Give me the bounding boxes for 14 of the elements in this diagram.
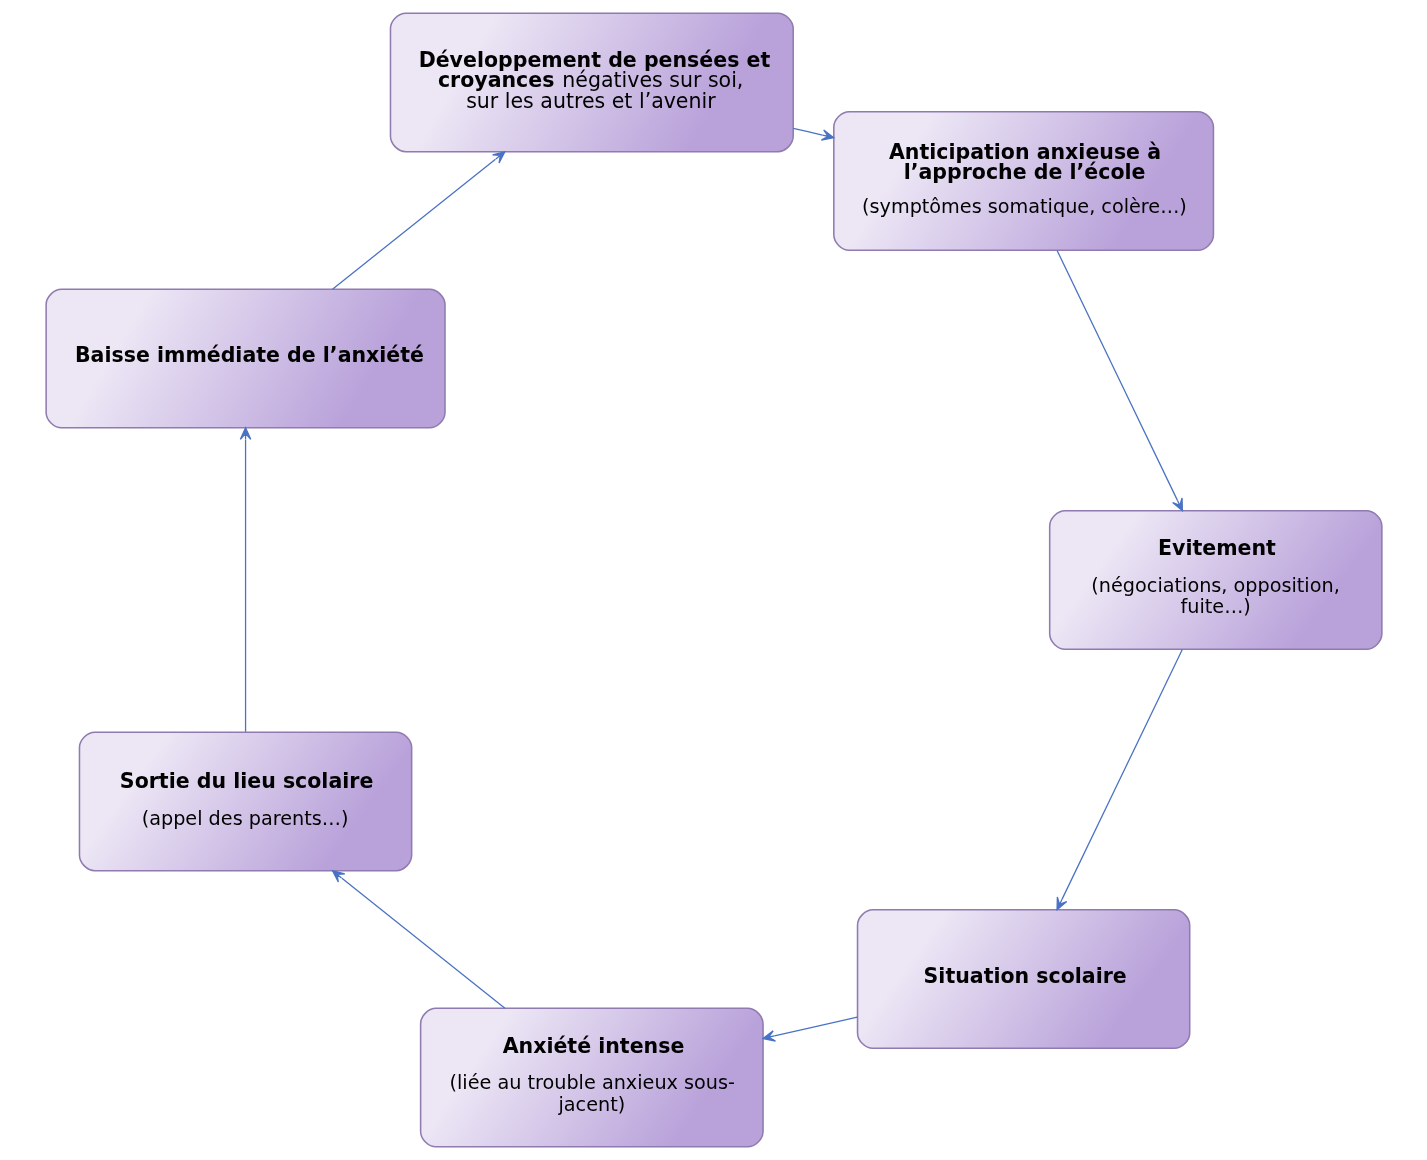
node-box: Situation scolaire [856,909,1190,1050]
node-box: Développement de pensées et croyances négatives sur soi, sur les autres et l’avenir [389,12,794,153]
arrow [761,1016,858,1042]
node-box: Sortie du lieu scolaire (appel des parents…) [78,731,412,872]
arrow [331,151,505,290]
node-box: Baisse immédiate de l’anxiété [44,288,446,429]
arrow [239,427,251,733]
node-box: Evitement (négociations, opposition, fuite…) [1048,510,1383,651]
arrow [1055,249,1183,512]
node-box: Anticipation anxieuse à l’approche de l’école (symptômes somatique, colère…) [832,110,1214,251]
arrow [1055,648,1183,911]
node-box: Anxiété intense (liée au trouble anxieux sous-jacent) [419,1007,764,1148]
arrow [792,127,834,141]
arrow [331,870,506,1009]
